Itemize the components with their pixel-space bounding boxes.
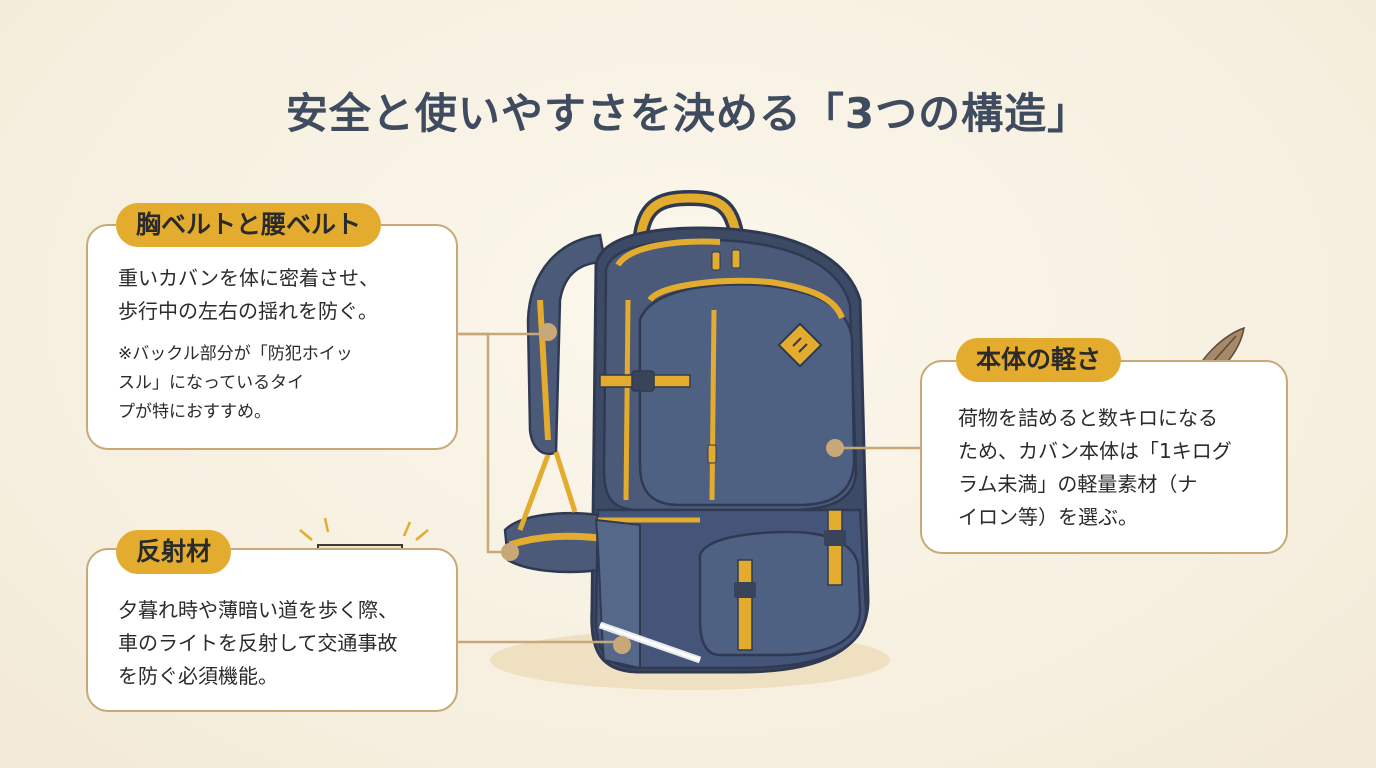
belts-note-3: プが特におすすめ。 — [118, 402, 271, 422]
light-line-4: イロン等）を選ぶ。 — [958, 505, 1138, 529]
reflector-line-2: 車のライトを反射して交通事故 — [118, 631, 398, 655]
belts-line-1: 重いカバンを体に密着させ、 — [118, 266, 379, 290]
connector-dot-chest — [539, 323, 557, 341]
backpack-illustration — [503, 189, 870, 674]
card-reflector: 夕暮れ時や薄暗い道を歩く際、 車のライトを反射して交通事故 を防ぐ必須機能。 — [86, 548, 458, 712]
connector-dot-waist — [501, 543, 519, 561]
light-line-2: ため、カバン本体は「1キログ — [958, 439, 1232, 463]
connector-dot-reflector — [613, 636, 631, 654]
belts-note-2: スル」になっているタイ — [118, 373, 305, 393]
tag-reflector: 反射材 — [116, 530, 232, 574]
card-lightweight: 荷物を詰めると数キロになる ため、カバン本体は「1キログ ラム未満」の軽量素材（… — [920, 360, 1288, 554]
connector-dot-body — [826, 439, 844, 457]
light-line-1: 荷物を詰めると数キロになる — [958, 406, 1218, 430]
belts-line-2: 歩行中の左右の揺れを防ぐ。 — [118, 299, 378, 323]
page-title: 安全と使いやすさを決める「3つの構造」 — [285, 89, 1091, 138]
tag-belts: 胸ベルトと腰ベルト — [116, 203, 382, 247]
light-line-3: ラム未満」の軽量素材（ナ — [958, 472, 1198, 496]
reflector-line-1: 夕暮れ時や薄暗い道を歩く際、 — [118, 598, 398, 622]
connector-lines — [458, 332, 922, 644]
belts-note-1: ※バックル部分が「防犯ホイッ — [118, 344, 353, 364]
tag-lightweight: 本体の軽さ — [956, 338, 1122, 382]
card-belts: 重いカバンを体に密着させ、 歩行中の左右の揺れを防ぐ。 ※バックル部分が「防犯ホ… — [86, 224, 458, 450]
reflector-line-3: を防ぐ必須機能。 — [118, 664, 278, 688]
